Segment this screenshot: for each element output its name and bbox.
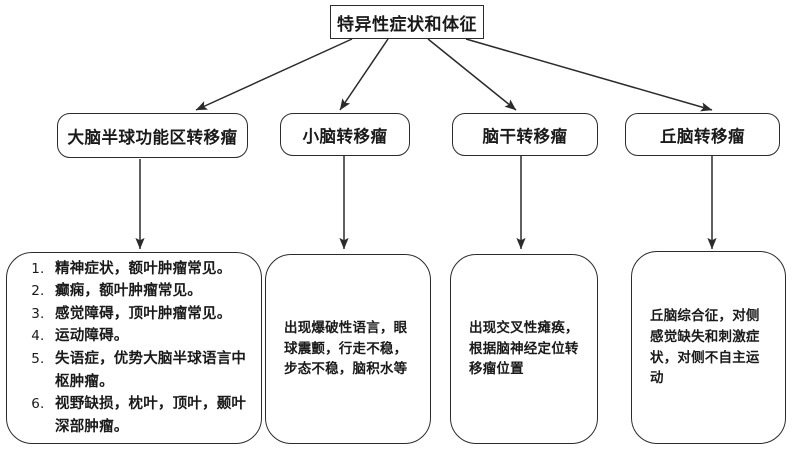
node-category-label: 丘脑转移瘤 — [660, 126, 745, 146]
edge-root-to-cat2 — [339, 38, 389, 111]
detail-text: 丘脑综合征，对侧感觉缺失和刺激症状，对侧不自主运动 — [650, 308, 760, 387]
detail-box-brainstem[interactable]: 出现交叉性瘫痪，根据脑神经定位转移瘤位置 — [450, 254, 598, 444]
node-category-cerebellum[interactable]: 小脑转移瘤 — [280, 113, 410, 156]
node-category-brainstem[interactable]: 脑干转移瘤 — [452, 113, 598, 156]
list-item: 视野缺损，枕叶，顶叶，颞叶深部肿瘤。 — [49, 393, 249, 438]
detail-box-cerebellum[interactable]: 出现爆破性语言，眼球震颤，行走不稳，步态不稳，脑积水等 — [265, 254, 431, 444]
node-category-label: 小脑转移瘤 — [302, 126, 388, 146]
node-root-label: 特异性症状和体征 — [337, 14, 477, 35]
node-root[interactable]: 特异性症状和体征 — [330, 5, 484, 39]
edge-root-to-cat3 — [427, 38, 517, 111]
node-category-thalamus[interactable]: 丘脑转移瘤 — [625, 113, 780, 156]
detail-box-thalamus[interactable]: 丘脑综合征，对侧感觉缺失和刺激症状，对侧不自主运动 — [631, 251, 786, 444]
detail-text: 出现爆破性语言，眼球震颤，行走不稳，步态不稳，脑积水等 — [284, 320, 408, 378]
list-item: 癫痫，额叶肿瘤常见。 — [49, 280, 249, 303]
edge-root-to-cat1 — [195, 38, 353, 111]
detail-box-cerebral-hemisphere[interactable]: 精神症状，额叶肿瘤常见。 癫痫，额叶肿瘤常见。 感觉障碍，顶叶肿瘤常见。 运动障… — [6, 252, 262, 444]
list-item: 失语症，优势大脑半球语言中枢肿瘤。 — [49, 348, 249, 393]
node-category-label: 大脑半球功能区转移瘤 — [67, 127, 238, 147]
detail-text: 出现交叉性瘫痪，根据脑神经定位转移瘤位置 — [469, 320, 579, 378]
node-category-cerebral-hemisphere[interactable]: 大脑半球功能区转移瘤 — [57, 113, 248, 158]
list-item: 精神症状，额叶肿瘤常见。 — [49, 258, 249, 281]
list-item: 运动障碍。 — [49, 325, 249, 348]
node-category-label: 脑干转移瘤 — [482, 126, 568, 146]
list-item: 感觉障碍，顶叶肿瘤常见。 — [49, 303, 249, 326]
edge-root-to-cat4 — [465, 38, 713, 112]
symptom-list: 精神症状，额叶肿瘤常见。 癫痫，额叶肿瘤常见。 感觉障碍，顶叶肿瘤常见。 运动障… — [19, 258, 249, 439]
